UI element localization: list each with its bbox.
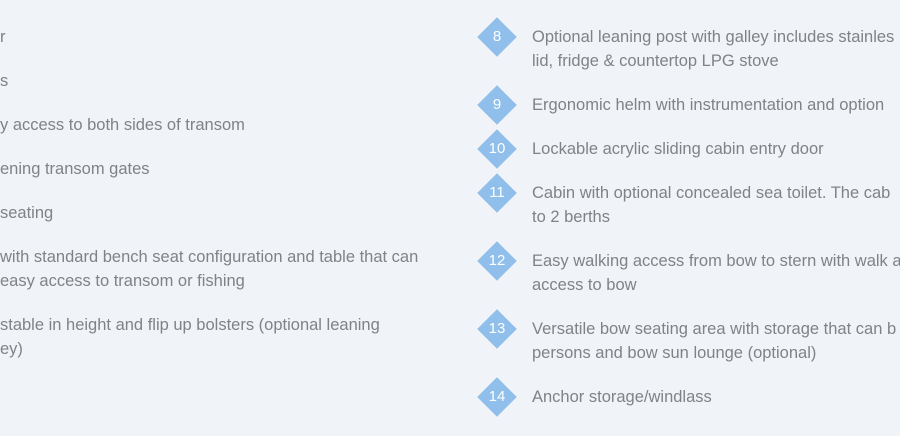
badge-number: 14 [488, 388, 506, 405]
item-text-line: Ergonomic helm with instrumentation and … [532, 96, 885, 114]
item-text-line: ening transom gates [0, 160, 150, 178]
item-text-line: r [0, 28, 6, 46]
badge-number: 10 [488, 140, 506, 157]
number-badge: 12 [477, 241, 517, 281]
badge-number: 8 [492, 28, 502, 45]
number-badge: 14 [477, 377, 517, 417]
badge-number: 12 [488, 252, 506, 269]
item-text-line: persons and bow sun lounge (optional) [532, 344, 817, 362]
item-text-line: ey) [0, 340, 23, 358]
item-text-line: Versatile bow seating area with storage … [532, 320, 897, 338]
item-text-line: Lockable acrylic sliding cabin entry doo… [532, 140, 824, 158]
item-text-line: easy access to transom or fishing [0, 272, 245, 290]
item-text-line: seating [0, 204, 54, 222]
number-badge: 8 [477, 17, 517, 57]
number-badge: 10 [477, 129, 517, 169]
item-text-line: y access to both sides of transom [0, 116, 245, 134]
item-text-line: s [0, 72, 9, 90]
item-text-line: with standard bench seat configuration a… [0, 248, 419, 266]
badge-number: 13 [488, 320, 506, 337]
badge-number: 11 [489, 184, 505, 201]
item-text-line: Anchor storage/windlass [532, 388, 712, 406]
number-badge: 11 [477, 173, 517, 213]
item-text-line: Cabin with optional concealed sea toilet… [532, 184, 891, 202]
item-text-line: lid, fridge & countertop LPG stove [532, 52, 779, 70]
number-badge: 9 [477, 85, 517, 125]
item-text-line: stable in height and flip up bolsters (o… [0, 316, 380, 334]
number-badge: 13 [477, 309, 517, 349]
item-text-line: access to bow [532, 276, 637, 294]
badge-number: 9 [492, 96, 502, 113]
item-text-line: Optional leaning post with galley includ… [532, 28, 895, 46]
item-text-line: Easy walking access from bow to stern wi… [532, 252, 900, 270]
item-text-line: to 2 berths [532, 208, 610, 226]
